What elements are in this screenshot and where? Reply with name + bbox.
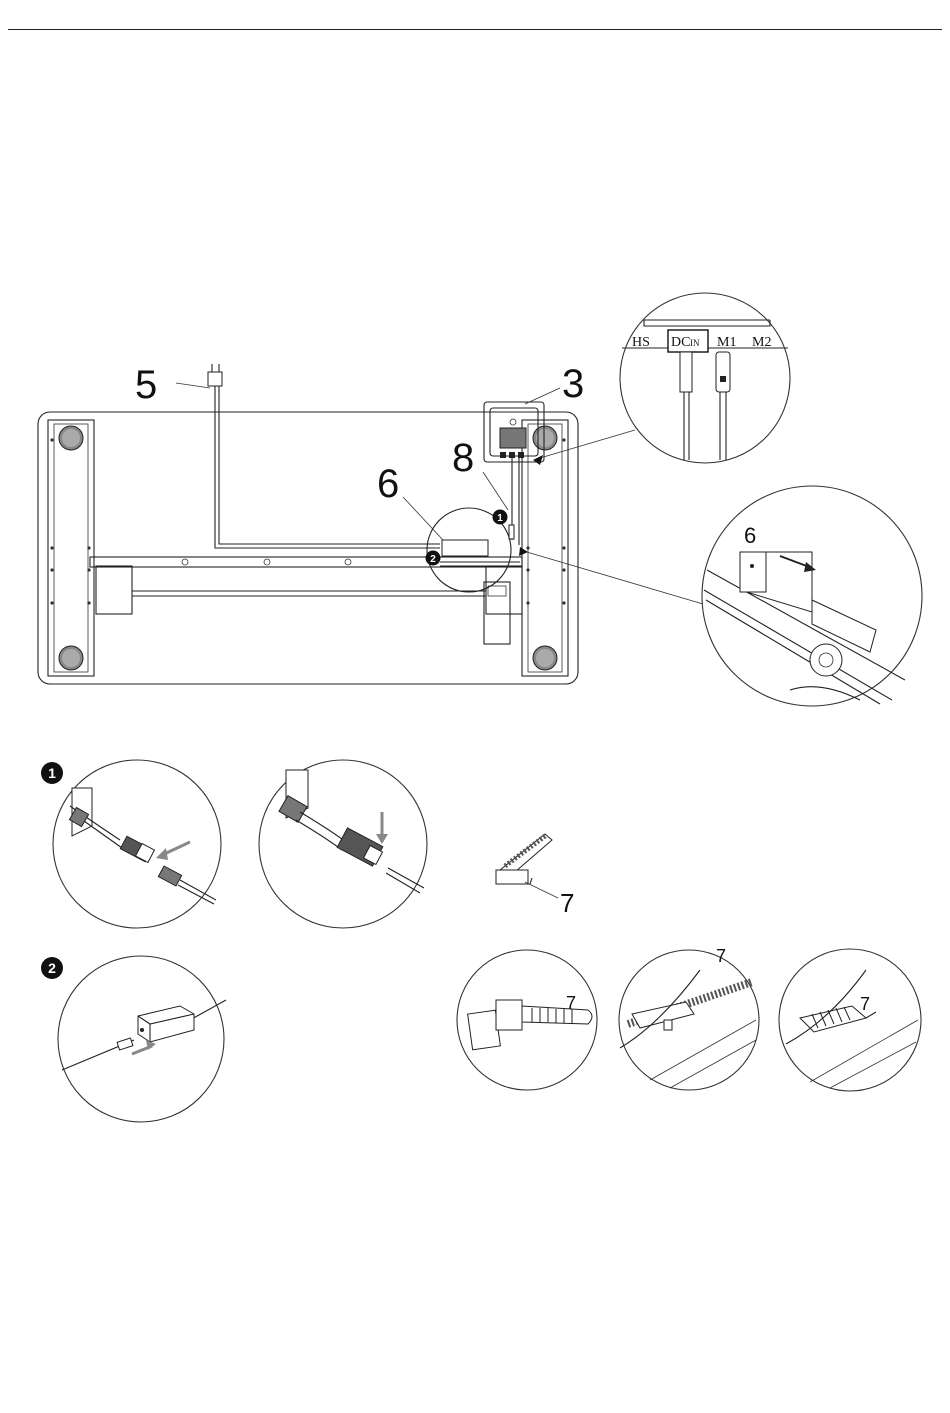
step2-detail <box>58 956 226 1122</box>
callout-control-box: 3 <box>562 362 584 406</box>
step1-detail-a <box>53 760 221 928</box>
callout-plug: 5 <box>135 363 157 407</box>
step2-badge-main-label: 2 <box>430 554 436 565</box>
tie-step-b <box>619 950 759 1090</box>
leader-lines <box>176 383 703 604</box>
port-m1-label: M1 <box>717 335 736 350</box>
port-m2-label: M2 <box>752 335 771 350</box>
power-cord <box>208 364 440 548</box>
step1-detail-b <box>259 760 427 928</box>
step1-header-badge: 1 <box>41 762 63 784</box>
step1-badge-main-label: 1 <box>497 513 503 524</box>
callout-cable: 8 <box>452 436 474 480</box>
tie-step-a <box>457 950 597 1090</box>
callout-adapter-detail: 6 <box>744 523 756 548</box>
port-dc-label: DC <box>671 335 690 350</box>
port-hs-label: HS <box>632 335 650 350</box>
callout-tie: 7 <box>560 888 574 918</box>
cable-tie-illustration <box>496 834 558 898</box>
step2-header-badge: 2 <box>41 957 63 979</box>
step2-header-label: 2 <box>48 960 56 976</box>
step1-header-label: 1 <box>48 765 56 781</box>
port-dc-sub-label: IN <box>690 338 700 348</box>
callout-tie-c: 7 <box>860 994 870 1014</box>
callout-tie-a: 7 <box>566 993 576 1013</box>
callout-adapter: 6 <box>377 462 399 506</box>
port-detail-circle: HS DC IN M1 M2 <box>620 293 790 463</box>
control-box <box>484 402 544 545</box>
tie-step-c <box>779 949 921 1091</box>
callout-tie-b: 7 <box>716 946 726 966</box>
adapter-detail-circle <box>702 486 922 706</box>
